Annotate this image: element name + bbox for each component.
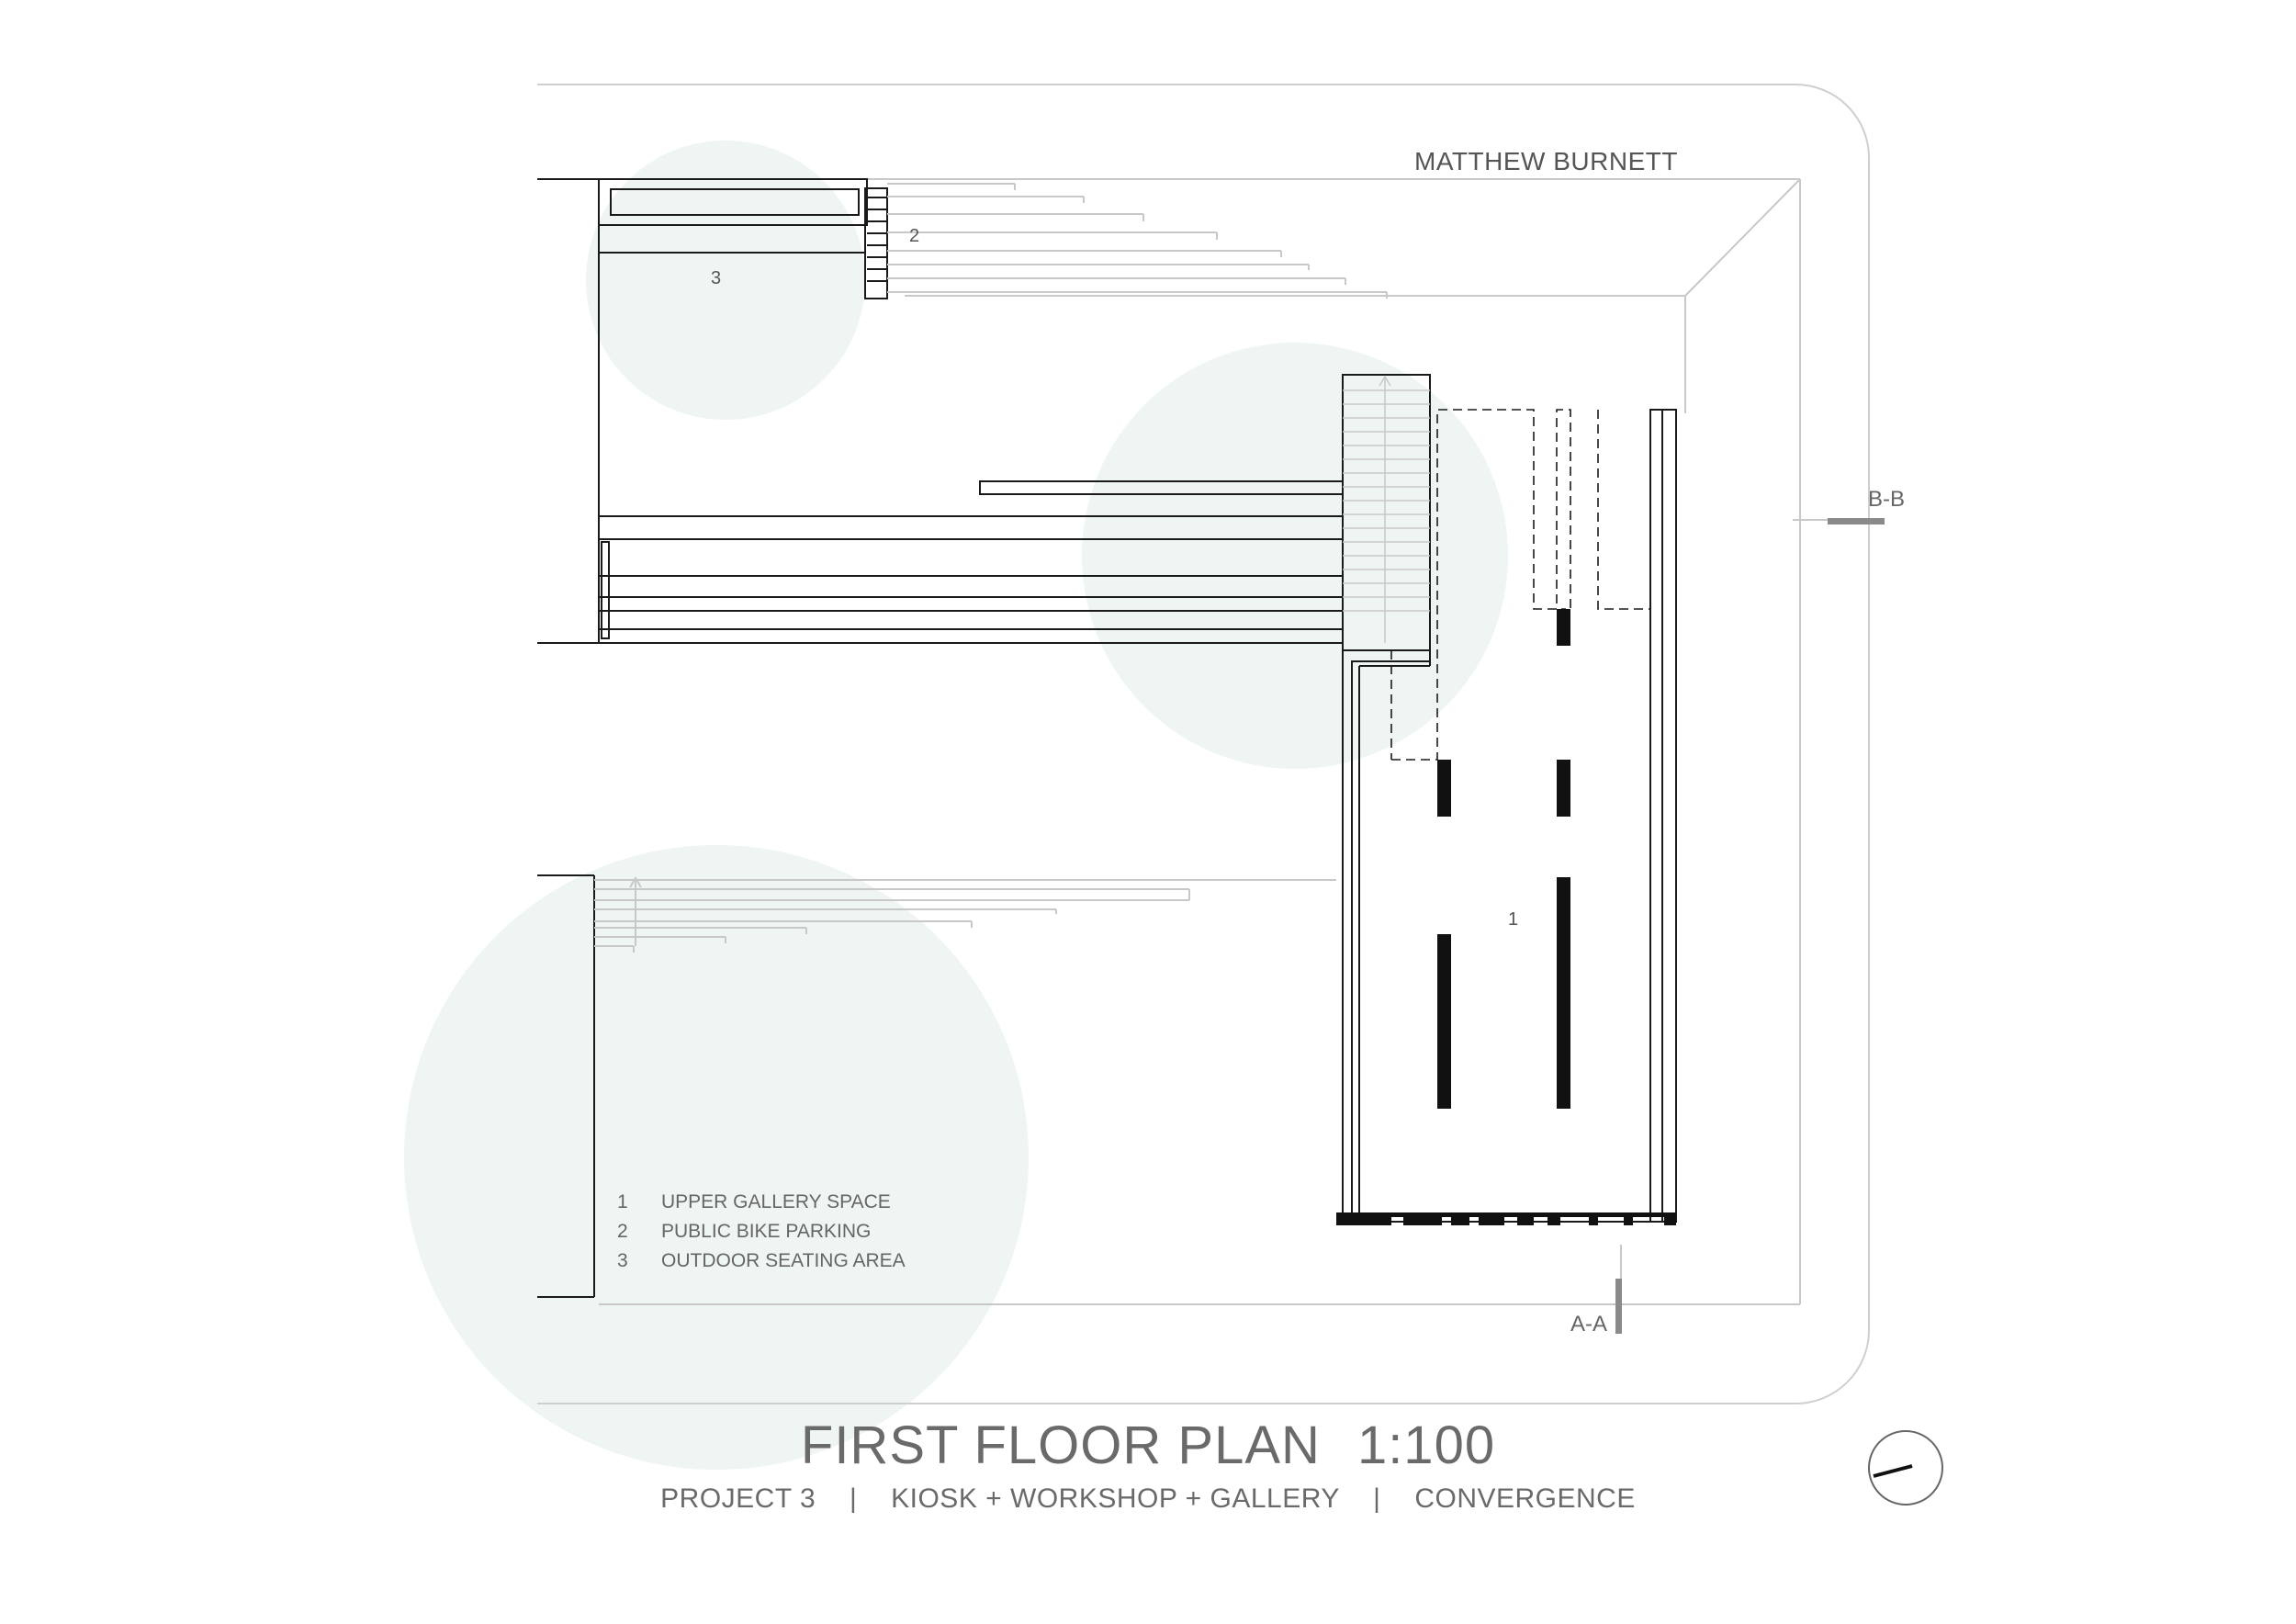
stair [1342, 374, 1431, 651]
sheet-subtitle: PROJECT 3 | KIOSK + WORKSHOP + GALLERY |… [0, 1483, 2296, 1515]
room-tag-gallery: 1 [1508, 909, 1519, 930]
project-theme: CONVERGENCE [1414, 1483, 1636, 1514]
tree-canopy-central [1082, 343, 1508, 769]
sheet-scale: 1:100 [1356, 1415, 1496, 1475]
subtitle-separator: | [849, 1483, 858, 1514]
legend-item: 3 OUTDOOR SEATING AREA [617, 1246, 906, 1276]
subtitle-separator: | [1373, 1483, 1381, 1514]
legend-item: 2 PUBLIC BIKE PARKING [617, 1217, 906, 1246]
legend-item: 1 UPPER GALLERY SPACE [617, 1188, 906, 1217]
south-facade-fins [1336, 1212, 1676, 1225]
legend-number: 2 [617, 1221, 628, 1242]
section-label-aa: A-A [1570, 1312, 1608, 1336]
bike-rack-teeth [867, 197, 887, 282]
sheet-title-text: FIRST FLOOR PLAN [800, 1415, 1321, 1475]
author-name: MATTHEW BURNETT [1414, 147, 1678, 175]
legend-label: PUBLIC BIKE PARKING [661, 1221, 872, 1242]
bike-rack-ramps [887, 183, 1388, 299]
section-marker-aa [1615, 1245, 1622, 1334]
tree-canopy-north [586, 141, 865, 420]
gallery-partitions [1437, 609, 1570, 1109]
upper-floor-outline [1390, 409, 1650, 761]
project-program: KIOSK + WORKSHOP + GALLERY [891, 1483, 1340, 1514]
room-tag-bike-parking: 2 [909, 226, 920, 246]
legend-number: 3 [617, 1250, 628, 1271]
site-boundary [537, 84, 1870, 1404]
project-number: PROJECT 3 [660, 1483, 816, 1514]
section-marker-bb [1793, 518, 1885, 524]
title-block: FIRST FLOOR PLAN 1:100 PROJECT 3 | KIOSK … [0, 1415, 2296, 1515]
legend-number: 1 [617, 1191, 628, 1212]
section-label-bb: B-B [1868, 487, 1906, 512]
north-arrow [1868, 1430, 1943, 1506]
legend: 1 UPPER GALLERY SPACE 2 PUBLIC BIKE PARK… [617, 1188, 906, 1276]
south-steps [537, 874, 1336, 1298]
gallery-walls [1342, 409, 1677, 1223]
legend-label: UPPER GALLERY SPACE [661, 1191, 891, 1212]
sheet-title: FIRST FLOOR PLAN 1:100 [0, 1415, 2296, 1476]
tree-canopy-south [404, 845, 1029, 1470]
legend-label: OUTDOOR SEATING AREA [661, 1250, 906, 1271]
room-tag-seating: 3 [711, 268, 722, 288]
